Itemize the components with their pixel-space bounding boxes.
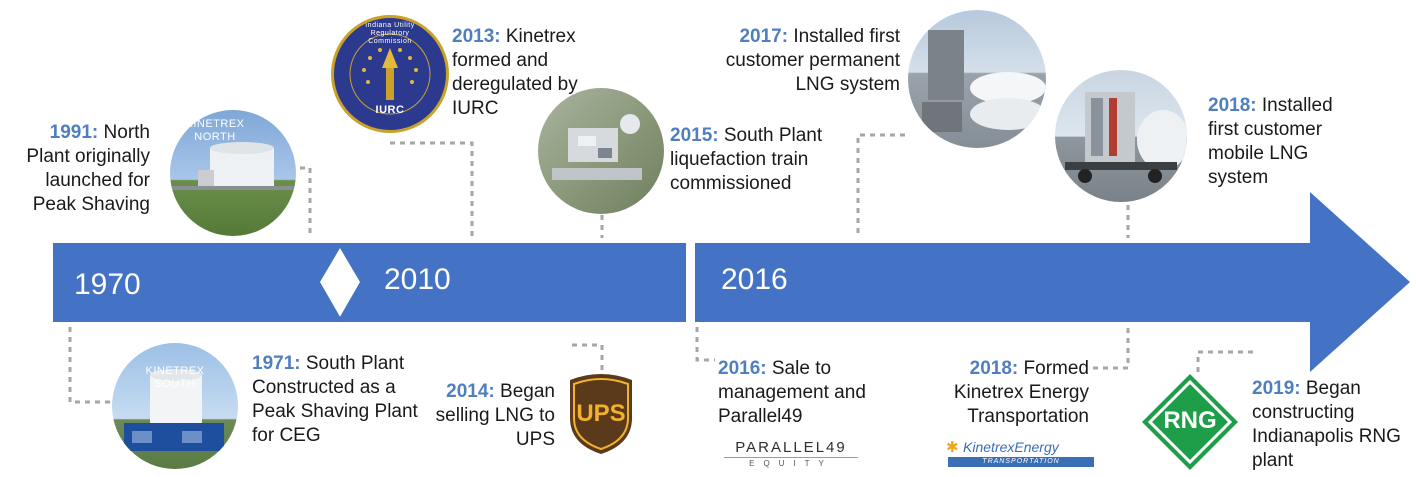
arrow-segment-2010 — [337, 243, 686, 322]
event-2018-mobile-text: Installed first customer mobile LNG syst… — [1208, 95, 1333, 188]
mobile-lng-image — [1065, 92, 1187, 183]
rng-logo-text: RNG — [1163, 407, 1217, 434]
kinetrex-energy-name: KinetrexEnergy — [963, 439, 1059, 455]
mobile-lng-system-photo — [1055, 70, 1187, 202]
event-2019: 2019: Began constructing Indianapolis RN… — [1252, 377, 1402, 473]
south-plant-tank-image — [124, 369, 224, 451]
kinetrex-energy-logo: ✱ KinetrexEnergy TRANSPORTATION — [946, 438, 1094, 467]
event-2015-text: South Plant liquefaction train commissio… — [670, 125, 823, 194]
event-2013: 2013: Kinetrex formed and deregulated by… — [452, 25, 592, 121]
event-2018-transportation-year: 2018: — [969, 358, 1019, 379]
event-2014-year: 2014: — [446, 381, 495, 402]
ups-logo: UPS — [568, 372, 634, 456]
event-2018-mobile: 2018: Installed first customer mobile LN… — [1208, 94, 1348, 190]
parallel49-logo: PARALLEL49 EQUITY — [716, 440, 866, 469]
kinetrex-star-icon: ✱ — [946, 439, 959, 456]
event-2016: 2016: Sale to management and Parallel49 — [718, 357, 898, 429]
permanent-lng-image — [922, 30, 1046, 132]
liquefaction-aerial-photo — [538, 88, 664, 214]
iurc-seal: Indiana Utility Regulatory Commission IU… — [331, 15, 449, 133]
era-label-1970: 1970 — [74, 268, 141, 301]
event-2017: 2017: Installed first customer permanent… — [700, 25, 900, 97]
event-2017-text: Installed first customer permanent LNG s… — [725, 26, 900, 95]
event-2018-transportation: 2018: Formed Kinetrex Energy Transportat… — [925, 357, 1089, 429]
era-label-2016: 2016 — [721, 263, 788, 296]
iurc-ring-text: Indiana Utility Regulatory Commission — [365, 22, 415, 45]
iurc-center-text: IURC — [375, 104, 405, 116]
arrow-segment-1970 — [53, 243, 343, 322]
event-2017-year: 2017: — [739, 26, 789, 47]
parallel49-sub: EQUITY — [749, 459, 833, 468]
south-plant-label: KINETREX SOUTH — [145, 365, 205, 390]
permanent-lng-system-photo — [908, 10, 1046, 148]
era-label-2010: 2010 — [384, 263, 451, 296]
event-1971-year: 1971: — [252, 353, 301, 374]
event-1971-text: South Plant Constructed as a Peak Shavin… — [252, 353, 418, 446]
north-plant-label: KINETREX NORTH — [185, 118, 245, 143]
event-2014-text: Began selling LNG to UPS — [435, 381, 555, 450]
iurc-seal-emblem — [349, 33, 431, 115]
event-2019-text: Began constructing Indianapolis RNG plan… — [1252, 378, 1401, 471]
event-1991-year: 1991: — [49, 122, 99, 143]
south-plant-photo: KINETREX SOUTH — [112, 343, 238, 469]
parallel49-name: PARALLEL49 — [735, 439, 847, 456]
rng-diamond-icon — [1142, 374, 1238, 470]
event-2018-transportation-text: Formed Kinetrex Energy Transportation — [953, 358, 1089, 427]
event-1971: 1971: South Plant Constructed as a Peak … — [252, 352, 432, 448]
event-2016-year: 2016: — [718, 358, 767, 379]
north-plant-tank-image — [170, 142, 296, 190]
event-2018-mobile-year: 2018: — [1208, 95, 1257, 116]
liquefaction-aerial-image — [552, 114, 642, 180]
event-2019-year: 2019: — [1252, 378, 1301, 399]
rng-logo: RNG — [1140, 372, 1240, 472]
event-2014: 2014: Began selling LNG to UPS — [435, 380, 555, 452]
event-1991-text: North Plant originally launched for Peak… — [26, 122, 150, 215]
ups-shield-icon — [570, 374, 632, 454]
north-plant-photo: KINETREX NORTH — [170, 110, 296, 236]
parallel49-rule — [724, 457, 858, 458]
event-2013-text: Kinetrex formed and deregulated by IURC — [452, 26, 578, 119]
kinetrex-energy-sub: TRANSPORTATION — [948, 457, 1094, 467]
ups-logo-text: UPS — [576, 400, 626, 427]
event-1991: 1991: North Plant originally launched fo… — [20, 121, 150, 217]
event-2016-text: Sale to management and Parallel49 — [718, 358, 866, 427]
event-2015: 2015: South Plant liquefaction train com… — [670, 124, 850, 196]
event-2015-year: 2015: — [670, 125, 719, 146]
event-2013-year: 2013: — [452, 26, 501, 47]
arrow-segment-2016 — [695, 192, 1410, 372]
